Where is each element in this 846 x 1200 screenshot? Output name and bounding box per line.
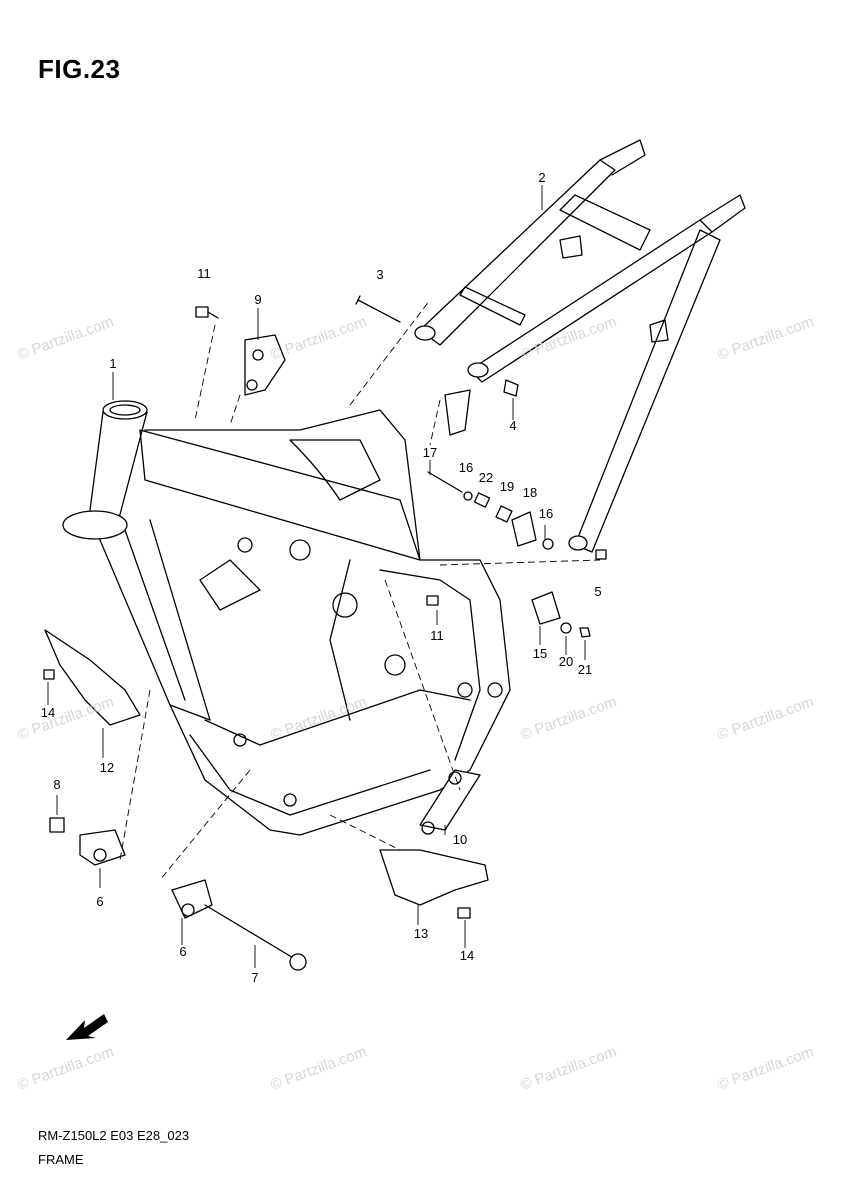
callout-11b: 11 xyxy=(430,628,444,643)
callout-3: 3 xyxy=(376,267,384,282)
callout-21: 21 xyxy=(577,662,593,677)
callout-6b: 6 xyxy=(179,944,187,959)
callout-5: 5 xyxy=(594,584,602,599)
callout-4: 4 xyxy=(509,418,517,433)
callout-9: 9 xyxy=(254,292,262,307)
main-frame xyxy=(62,400,511,836)
callout-22: 22 xyxy=(478,470,494,485)
diagram-code: RM-Z150L2 E03 E28_023 xyxy=(38,1128,190,1143)
callout-1: 1 xyxy=(109,356,117,371)
callout-18: 18 xyxy=(522,485,538,500)
callout-12: 12 xyxy=(99,760,115,775)
callout-8: 8 xyxy=(53,777,61,792)
callout-17: 17 xyxy=(422,445,438,460)
figure-title: FIG.23 xyxy=(38,54,121,84)
callout-19: 19 xyxy=(499,479,515,494)
callout-15: 15 xyxy=(532,646,548,661)
callout-11a: 11 xyxy=(197,266,211,281)
engine-mount-bracket-upper xyxy=(244,334,286,396)
reference-lines xyxy=(119,299,601,881)
front-arrow-icon xyxy=(66,1014,108,1040)
callout-6a: 6 xyxy=(96,894,104,909)
callout-13: 13 xyxy=(413,926,429,941)
hardware xyxy=(43,295,607,971)
callout-20: 20 xyxy=(558,654,574,669)
callout-2: 2 xyxy=(538,170,546,185)
callout-16b: 16 xyxy=(538,506,554,521)
callout-16a: 16 xyxy=(458,460,474,475)
callout-7: 7 xyxy=(251,970,259,985)
leader-lines xyxy=(47,185,586,968)
diagram-name: FRAME xyxy=(38,1152,84,1167)
callout-14a: 14 xyxy=(40,705,56,720)
callout-14b: 14 xyxy=(459,948,475,963)
callout-10: 10 xyxy=(452,832,468,847)
rear-subframe xyxy=(414,139,746,553)
